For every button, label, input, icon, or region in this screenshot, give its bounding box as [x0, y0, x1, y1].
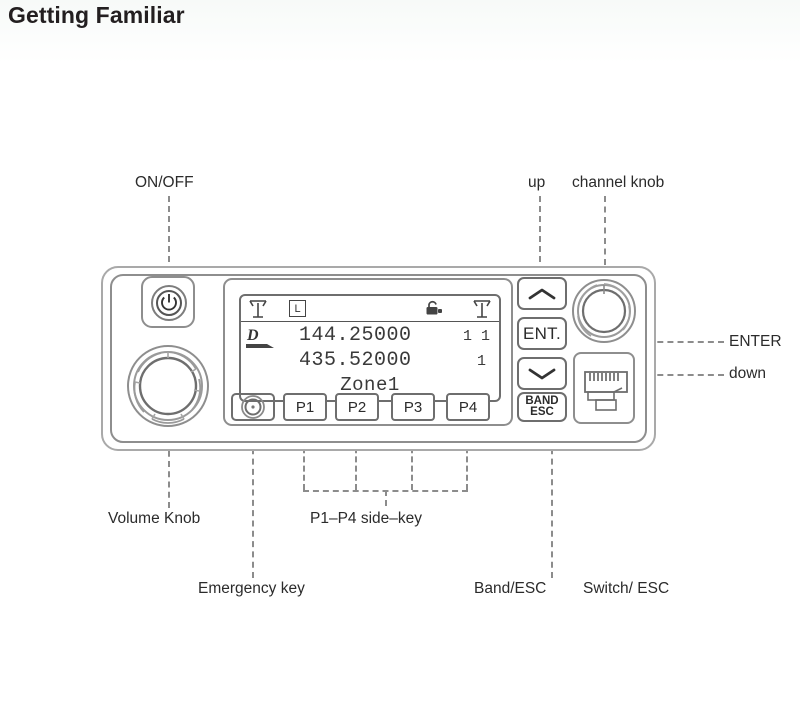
- callout-up: up: [528, 174, 546, 191]
- band-label: BAND: [525, 394, 559, 407]
- lcd-screen: L D: [239, 294, 501, 402]
- lcd-frequency-line-1: 144.25000: [299, 324, 412, 347]
- chevron-down-icon: [528, 368, 556, 379]
- leader-side-key-stem: [385, 490, 387, 506]
- leader-p4: [466, 438, 468, 490]
- leader-on-off: [168, 196, 170, 292]
- callout-on-off: ON/OFF: [135, 174, 194, 191]
- d-logo-icon: D: [246, 327, 274, 348]
- radio-device: L D: [101, 266, 656, 451]
- lcd-channel-line-2: 1: [477, 353, 487, 370]
- leader-p1: [303, 438, 305, 490]
- leader-p2: [355, 438, 357, 490]
- volume-knob[interactable]: [126, 344, 210, 428]
- antenna-left-icon: [249, 300, 267, 318]
- up-button[interactable]: [517, 277, 567, 310]
- p3-button[interactable]: P3: [391, 393, 435, 421]
- callout-switch-esc: Switch/ ESC: [583, 580, 670, 597]
- mic-jack-bezel: [573, 352, 635, 424]
- rj45-mic-jack[interactable]: [582, 366, 630, 414]
- lcd-status-bar: L: [241, 296, 499, 322]
- leader-up: [539, 196, 541, 282]
- chevron-up-icon: [528, 288, 556, 299]
- p1-button[interactable]: P1: [283, 393, 327, 421]
- callout-down: down: [729, 365, 767, 382]
- band-esc-button[interactable]: BAND ESC: [517, 392, 567, 422]
- callout-emergency-key: Emergency key: [198, 580, 305, 597]
- down-button[interactable]: [517, 357, 567, 390]
- callout-channel-knob: channel knob: [572, 174, 665, 191]
- lcd-body: D 144.25000 1 1 435.52000 1 Zone1: [241, 322, 499, 400]
- p2-button[interactable]: P2: [335, 393, 379, 421]
- callout-enter: ENTER: [729, 333, 782, 350]
- leader-p3: [411, 438, 413, 490]
- p4-button[interactable]: P4: [446, 393, 490, 421]
- power-button[interactable]: [141, 276, 195, 328]
- l-box-icon: L: [289, 300, 306, 317]
- svg-text:D: D: [246, 327, 259, 344]
- leader-channel-knob: [604, 196, 606, 286]
- ent-button[interactable]: ENT.: [517, 317, 567, 350]
- chassis-inner: [110, 274, 647, 443]
- leader-emergency-key: [252, 438, 254, 578]
- esc-label: ESC: [530, 406, 554, 418]
- callout-volume-knob: Volume Knob: [108, 510, 201, 527]
- power-icon: [161, 294, 177, 311]
- leader-band-esc: [551, 438, 553, 578]
- page-title: Getting Familiar: [8, 2, 185, 28]
- callout-band-esc: Band/ESC: [474, 580, 547, 597]
- lcd-frequency-line-2: 435.52000: [299, 349, 412, 372]
- lcd-zone-label: Zone1: [340, 374, 400, 396]
- channel-knob[interactable]: [571, 278, 637, 344]
- lcd-channel-line-1: 1 1: [463, 328, 491, 345]
- emergency-button[interactable]: [231, 393, 275, 421]
- unlock-icon: [426, 300, 442, 315]
- leader-volume-knob: [168, 420, 170, 508]
- callout-side-key: P1–P4 side–key: [310, 510, 423, 527]
- power-ring-inner: [156, 290, 182, 316]
- antenna-right-icon: [473, 300, 491, 318]
- power-ring-outer: [151, 285, 187, 321]
